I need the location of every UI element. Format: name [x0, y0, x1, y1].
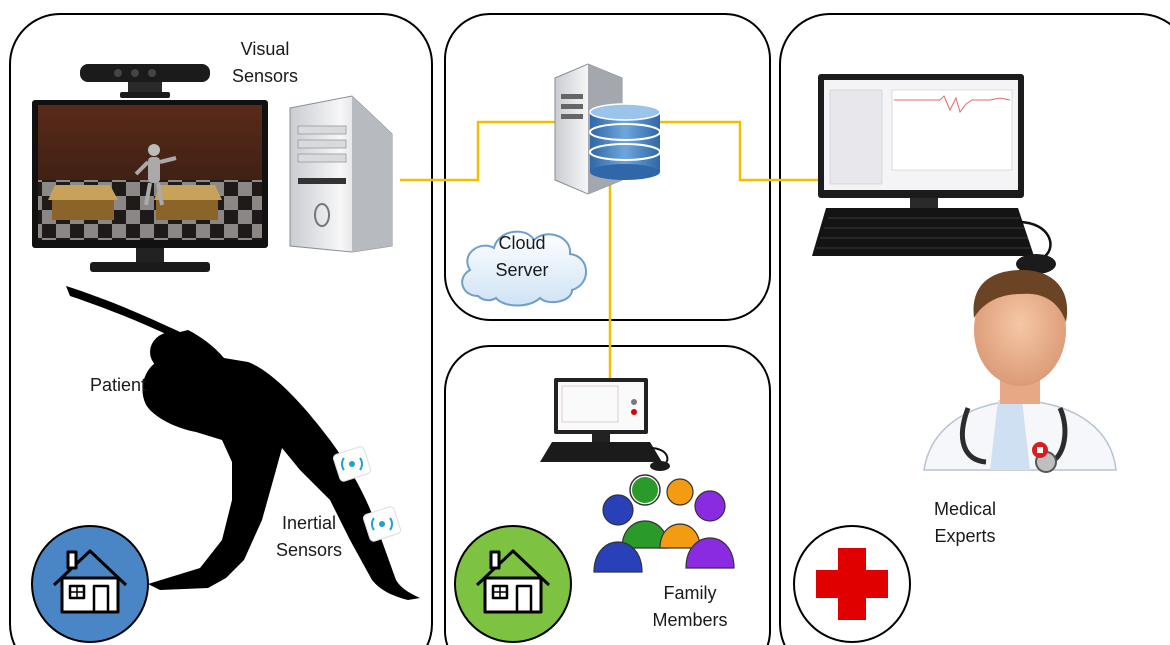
red-cross-icon	[816, 548, 888, 620]
patient-monitor-icon	[32, 100, 268, 272]
kinect-sensor-icon	[80, 64, 210, 98]
house-icon	[52, 549, 128, 614]
inertial-sensor-icon	[332, 446, 372, 482]
inertial-sensors-label: Inertial Sensors	[264, 510, 354, 564]
connector-cloud-to-hospital	[658, 120, 818, 182]
cloud-icon	[461, 230, 587, 307]
visual-sensors-label: Visual Sensors	[220, 36, 310, 90]
medical-experts-line1: Medical	[933, 499, 997, 519]
hospital-badge	[793, 525, 911, 643]
inertial-sensors-line2: Sensors	[275, 540, 343, 560]
visual-sensors-line1: Visual	[240, 39, 290, 59]
medical-experts-label: Medical Experts	[920, 496, 1010, 550]
database-icon	[589, 103, 661, 180]
family-group-icon	[593, 474, 735, 573]
patient-home-badge	[31, 525, 149, 643]
cloud-server-line2: Server	[495, 260, 549, 280]
family-members-line1: Family	[663, 583, 717, 603]
doctor-icon	[923, 270, 1117, 473]
family-members-label: Family Members	[640, 580, 740, 634]
pc-tower-icon	[289, 95, 393, 253]
house-icon	[475, 549, 551, 614]
family-home-badge	[454, 525, 572, 643]
medical-experts-line2: Experts	[934, 526, 996, 546]
visual-sensors-line2: Sensors	[231, 66, 299, 86]
expert-computer-icon	[812, 74, 1056, 274]
patient-silhouette-icon	[66, 286, 420, 600]
family-members-line2: Members	[652, 610, 728, 630]
family-computer-icon	[540, 378, 670, 471]
network-connectors	[400, 120, 818, 380]
connector-patient-to-cloud	[400, 120, 555, 182]
inertial-sensors-line1: Inertial	[281, 513, 337, 533]
cloud-server-line1: Cloud	[498, 233, 546, 253]
inertial-sensor-icon	[362, 506, 402, 542]
cloud-server-label: Cloud Server	[482, 230, 562, 284]
patient-label: Patient	[89, 375, 147, 395]
